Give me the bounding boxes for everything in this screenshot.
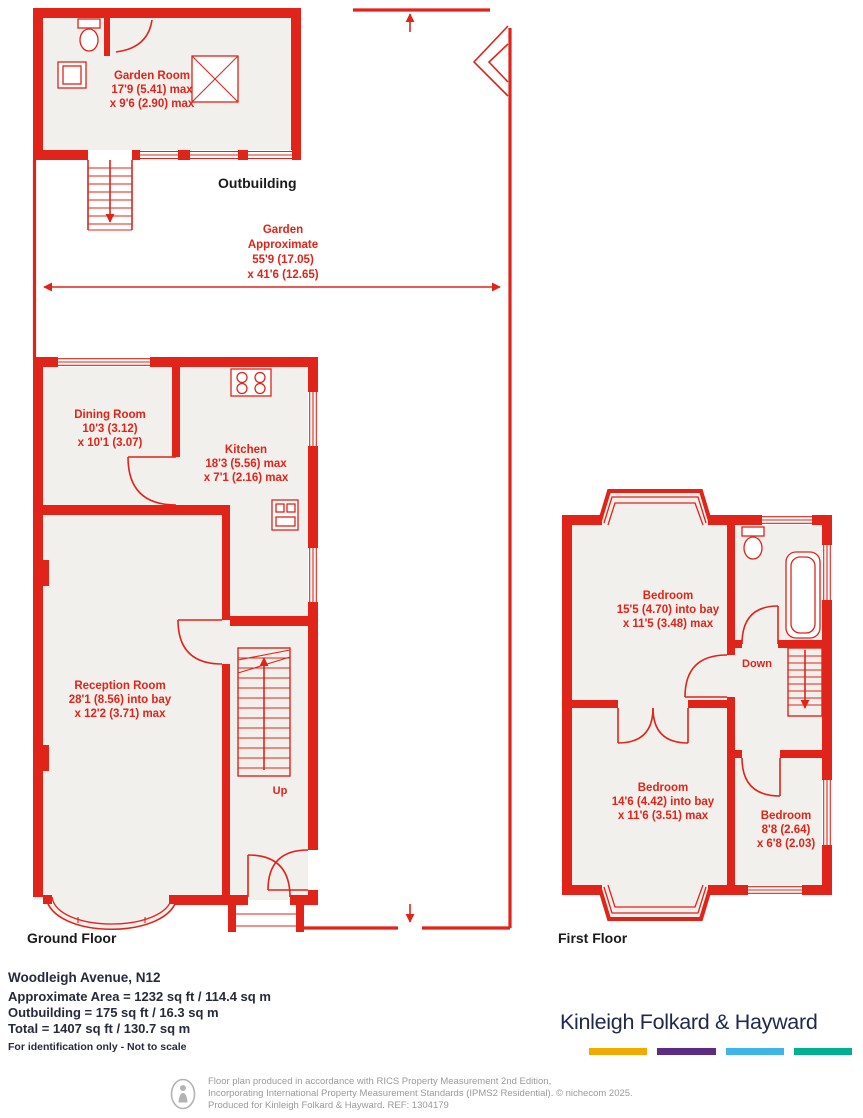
summary-block: Woodleigh Avenue, N12 Approximate Area =… [8, 970, 271, 1053]
brand-bar-green [793, 1048, 852, 1055]
bedroom2-dim2: x 11'6 (3.51) max [618, 810, 709, 822]
outbuilding-plan [33, 8, 301, 231]
bedroom2-label: Bedroom [638, 782, 688, 794]
bedroom2-dim1: 14'6 (4.42) into bay [612, 796, 715, 808]
wc-partition [104, 18, 110, 56]
garden-gate-icon [472, 25, 509, 97]
outbuilding-door-gap [88, 150, 132, 160]
brand-bar-blue [725, 1048, 784, 1055]
ground-doors [127, 456, 318, 927]
chimney-breast [43, 560, 49, 586]
dining-room-label: Dining Room [74, 409, 146, 421]
bedroom1-dim1: 15'5 (4.70) into bay [617, 604, 720, 616]
bedroom3-dim2: x 6'8 (2.03) [757, 838, 816, 850]
outbuilding-area: Outbuilding = 175 sq ft / 16.3 sq m [8, 1005, 219, 1021]
kitchen-dim1: 18'3 (5.56) max [205, 458, 287, 470]
garden-room-dim2: x 9'6 (2.90) max [110, 98, 195, 110]
garden-room-label: Garden Room [114, 70, 190, 82]
footer-line-1: Floor plan produced in accordance with R… [208, 1076, 552, 1088]
garden-dim1: 55'9 (17.05) [252, 254, 314, 266]
toilet-symbol [77, 18, 101, 52]
wc-door-arc [115, 19, 153, 53]
toilet-symbol-first [741, 526, 765, 560]
bedroom3-label: Bedroom [761, 810, 811, 822]
bay-window-ground [43, 895, 178, 930]
bath-symbol [785, 551, 821, 639]
skylight-symbol [191, 55, 239, 103]
approximate-area: Approximate Area = 1232 sq ft / 114.4 sq… [8, 989, 271, 1004]
reception-room-label: Reception Room [74, 680, 165, 692]
stove-symbol [230, 368, 272, 397]
brand-bar-orange [589, 1048, 648, 1055]
up-label: Up [273, 785, 288, 797]
outbuilding-windows [140, 150, 292, 160]
bay-window-first-bottom [592, 884, 718, 921]
outbuilding-stairs [87, 160, 133, 231]
garden-label-2: Approximate [248, 239, 318, 251]
first-floor-plan [562, 489, 832, 921]
garden-dim2: x 41'6 (12.65) [247, 269, 318, 281]
kitchen-label: Kitchen [225, 444, 267, 456]
address: Woodleigh Avenue, N12 [8, 970, 161, 985]
ground-floor-caption: Ground Floor [27, 930, 117, 946]
reception-room-dim2: x 12'2 (3.71) max [75, 708, 167, 720]
reception-room-dim1: 28'1 (8.56) into bay [69, 694, 172, 706]
boiler-symbol [271, 499, 299, 531]
disclaimer: For identification only - Not to scale [8, 1040, 187, 1053]
first-stairs [787, 647, 823, 717]
floorplan-canvas: Garden Room 17'9 (5.41) max x 9'6 (2.90)… [27, 8, 832, 946]
garden-room-dim1: 17'9 (5.41) max [111, 84, 193, 96]
down-label: Down [742, 658, 772, 670]
nichecom-icon [170, 1078, 196, 1110]
ground-stairs [237, 647, 291, 777]
footer-text: Floor plan produced in accordance with R… [208, 1076, 633, 1111]
ground-floor-plan [33, 357, 318, 932]
ground-windows [58, 357, 318, 602]
footer: Floor plan produced in accordance with R… [168, 1076, 633, 1112]
first-floor-caption: First Floor [558, 930, 628, 946]
bedroom3-dim1: 8'8 (2.64) [762, 824, 811, 836]
footer-line-3: Produced for Kinleigh Folkard & Hayward.… [208, 1099, 449, 1111]
brand-bar-purple [657, 1048, 716, 1055]
ground-walls [33, 357, 318, 932]
footer-line-2: Incorporating International Property Mea… [208, 1088, 633, 1100]
garden-boundary [32, 8, 512, 930]
first-windows [748, 515, 832, 895]
sink-symbol [57, 61, 87, 89]
plan-labels: Garden Room 17'9 (5.41) max x 9'6 (2.90)… [27, 70, 815, 946]
brand-wordmark: Kinleigh Folkard & Hayward [560, 1010, 818, 1034]
bedroom1-dim2: x 11'5 (3.48) max [623, 618, 714, 630]
bay-window-first-top [592, 489, 718, 526]
garden-label: Garden [263, 224, 303, 236]
chimney-breast [43, 745, 49, 771]
kitchen-dim2: x 7'1 (2.16) max [204, 472, 289, 484]
front-door-arc [247, 854, 291, 898]
total-area: Total = 1407 sq ft / 130.7 sq m [8, 1021, 191, 1037]
dining-room-dim1: 10'3 (3.12) [82, 423, 137, 435]
brand-block: Kinleigh Folkard & Hayward [560, 1010, 852, 1055]
first-doors [617, 605, 781, 797]
bedroom1-label: Bedroom [643, 590, 693, 602]
dining-room-dim2: x 10'1 (3.07) [78, 437, 143, 449]
outbuilding-caption: Outbuilding [218, 175, 297, 191]
brand-bars [589, 1048, 852, 1055]
